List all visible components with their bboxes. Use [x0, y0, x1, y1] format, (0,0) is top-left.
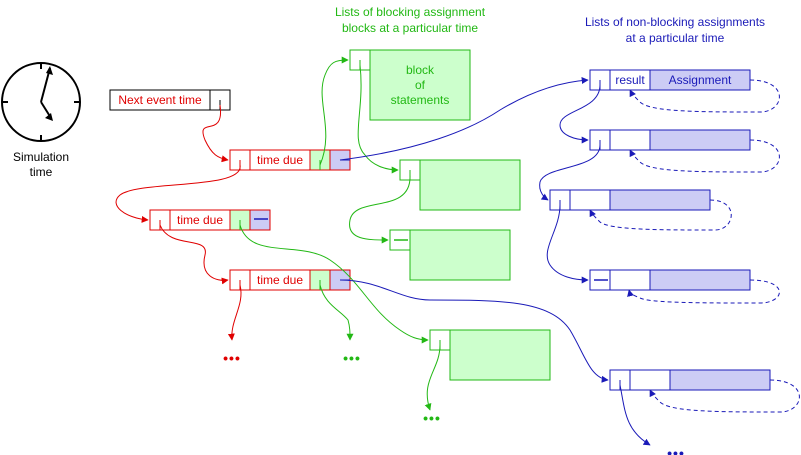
- blue-ellipsis: •••: [667, 445, 685, 455]
- clock-icon: [1, 62, 81, 142]
- nb-assignment-2: [589, 129, 751, 151]
- blue-heading-line2: at a particular time: [626, 31, 725, 45]
- clock-label-line1: Simulation: [13, 150, 69, 164]
- green-ellipsis-2: •••: [423, 410, 441, 426]
- red-arrows: [115, 104, 242, 341]
- nb-assignment-label: Assignment: [669, 73, 732, 87]
- next-event-time-box: [109, 89, 231, 111]
- statement-block-2: [399, 159, 521, 211]
- event-node-1: [229, 149, 351, 171]
- green-ellipsis-1: •••: [343, 350, 361, 366]
- statement-block-1: [349, 49, 471, 121]
- next-event-time-label: Next event time: [118, 93, 202, 107]
- statement-block-3: [389, 229, 511, 281]
- nb-assignment-4: [589, 269, 751, 291]
- blue-heading-line1: Lists of non-blocking assignments: [585, 15, 765, 29]
- block-line3: statements: [391, 93, 450, 107]
- nb-result-label: result: [615, 73, 645, 87]
- green-heading-line1: Lists of blocking assignment: [335, 5, 486, 19]
- green-arrows: [239, 56, 441, 411]
- event-node-2: [149, 209, 271, 231]
- statement-block-4: [429, 329, 551, 381]
- event-node-2-label: time due: [177, 213, 223, 227]
- blue-arrows: [339, 76, 651, 446]
- blue-dashed-loops: [589, 79, 800, 413]
- red-ellipsis: •••: [223, 350, 241, 366]
- block-line2: of: [415, 78, 426, 92]
- event-node-1-label: time due: [257, 153, 303, 167]
- nb-assignment-5: [609, 369, 771, 391]
- clock-label-line2: time: [30, 165, 53, 179]
- green-heading-line2: blocks at a particular time: [342, 21, 478, 35]
- event-node-3-label: time due: [257, 273, 303, 287]
- event-node-3: [229, 269, 351, 291]
- nb-assignment-3: [549, 189, 711, 211]
- block-line1: block: [406, 63, 435, 77]
